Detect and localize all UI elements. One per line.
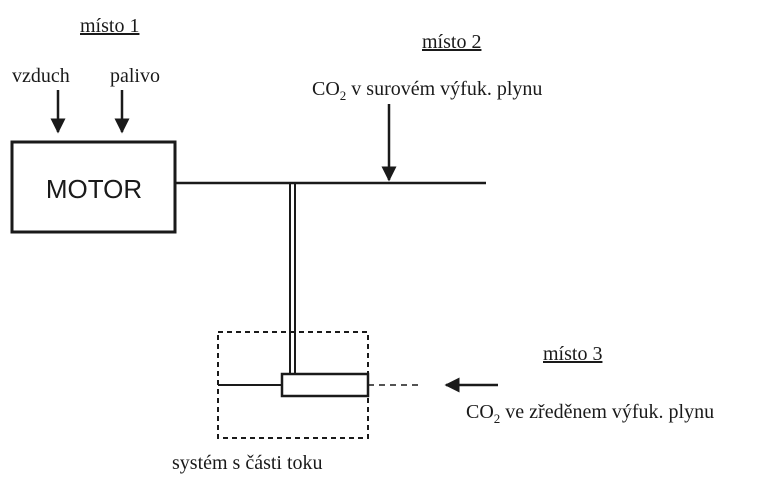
location-3-label: místo 3: [543, 343, 602, 365]
location-2-label: místo 2: [422, 31, 481, 53]
partial-flow-system-label: systém s části toku: [172, 452, 323, 474]
diluted-exhaust-co2-label: CO2 ve zředěnem výfuk. plynu: [466, 401, 714, 426]
engine-box: [10, 140, 177, 234]
dilution-tunnel: [280, 372, 370, 398]
air-input-label: vzduch: [12, 65, 70, 87]
engine-label: MOTOR: [46, 174, 142, 204]
fuel-input-label: palivo: [110, 65, 160, 87]
location-1-label: místo 1: [80, 15, 139, 37]
raw-exhaust-co2-label: CO2 v surovém výfuk. plynu: [312, 78, 542, 103]
